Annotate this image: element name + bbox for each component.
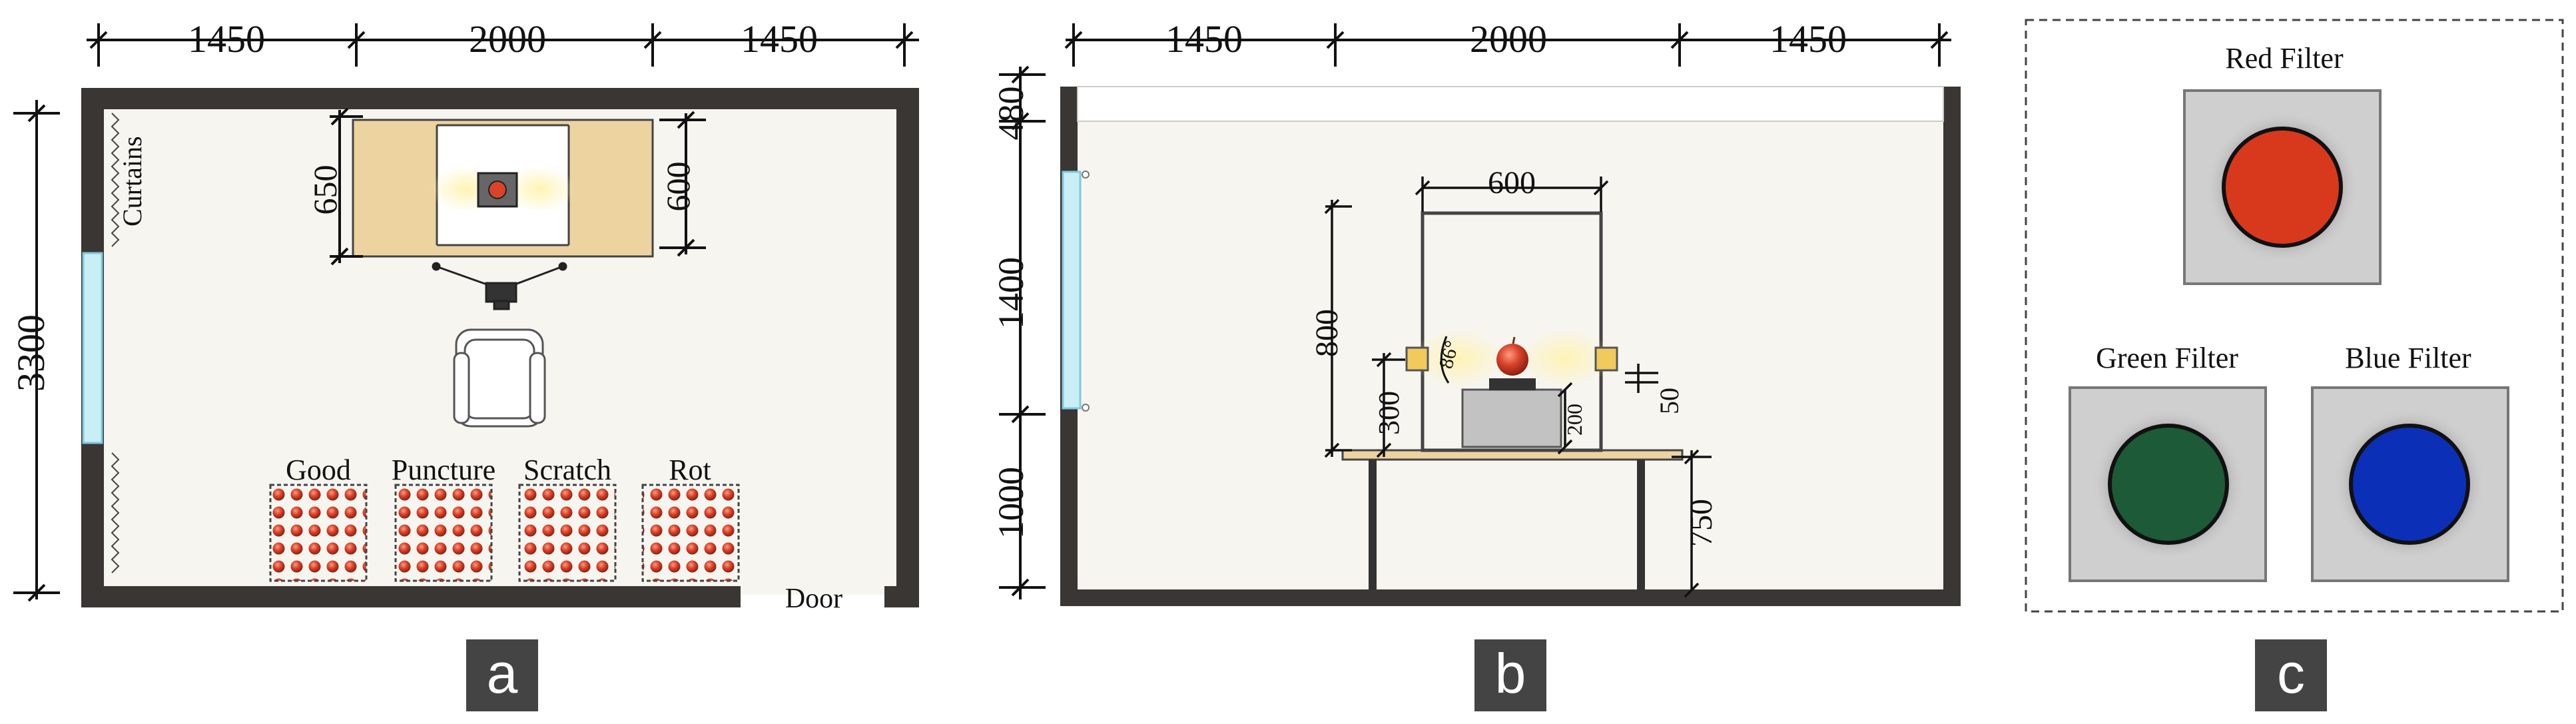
table-height-label: 750 xyxy=(1684,499,1719,547)
section-table-leg-right xyxy=(1637,460,1645,590)
category-scratch: Scratch xyxy=(523,454,611,486)
section-box-frame xyxy=(1421,211,1603,452)
blue-filter-lens xyxy=(2349,424,2470,545)
tray-good xyxy=(269,484,368,582)
blue-filter-label: Blue Filter xyxy=(2345,342,2471,374)
red-filter-lens xyxy=(2222,127,2343,248)
section-dimensions xyxy=(1324,177,1712,598)
wall-bottom-left xyxy=(81,586,741,607)
panel-b-width-3: 1450 xyxy=(1770,17,1847,61)
gap-label: 50 xyxy=(1654,388,1684,414)
curtain-upper xyxy=(111,113,120,247)
apple-holder xyxy=(1489,378,1536,390)
light-left xyxy=(1405,346,1429,372)
panel-c-label: c xyxy=(2277,642,2305,705)
category-rot: Rot xyxy=(669,454,711,486)
panel-b-height-1000: 1000 xyxy=(991,467,1031,539)
panel-a-height-dimension xyxy=(13,100,60,602)
section-ceiling-band xyxy=(1077,86,1944,122)
table-depth-left: 650 xyxy=(306,165,344,215)
panel-a-width-1: 1450 xyxy=(188,17,265,61)
box-width-label: 600 xyxy=(1488,165,1536,200)
platform-height-label: 200 xyxy=(1562,404,1586,436)
light-height-label: 300 xyxy=(1373,391,1405,435)
section-floor xyxy=(1060,589,1961,606)
panel-b-width-1: 1450 xyxy=(1165,17,1243,61)
panel-c-label-box xyxy=(2255,639,2327,711)
panel-b-width-dimension xyxy=(1064,23,1951,67)
panel-b-label-box xyxy=(1474,639,1546,711)
door-label: Door xyxy=(785,583,842,614)
wall-bottom-right xyxy=(884,586,919,607)
red-filter-label: Red Filter xyxy=(2225,42,2344,75)
box-height-label: 800 xyxy=(1309,309,1345,357)
apple-top-view xyxy=(488,181,507,199)
tray-scratch xyxy=(518,484,617,582)
chair xyxy=(453,328,546,428)
window-hinge-top xyxy=(1082,171,1090,179)
panel-a-width-3: 1450 xyxy=(741,17,818,61)
panel-b-height-dimension xyxy=(999,65,1046,599)
table-depth-dimensions xyxy=(330,107,706,266)
panel-a-label: a xyxy=(487,642,518,705)
platform xyxy=(1461,388,1562,448)
panel-a-width-dimension xyxy=(87,23,919,67)
panel-b-height-480: 480 xyxy=(991,87,1031,141)
section-window xyxy=(1062,171,1082,410)
table-depth-right: 600 xyxy=(659,162,697,212)
curtains-label: Curtains xyxy=(117,136,147,226)
category-good: Good xyxy=(286,454,351,486)
wall-right xyxy=(896,88,919,607)
window xyxy=(82,252,103,444)
panel-b-label: b xyxy=(1495,642,1526,705)
category-puncture: Puncture xyxy=(392,454,495,486)
light-right xyxy=(1594,346,1618,372)
tray-puncture xyxy=(394,484,493,582)
section-light-glow-right xyxy=(1518,328,1612,388)
panel-b: 1450 2000 1450 480 1400 1000 xyxy=(991,17,1961,711)
wall-top xyxy=(81,88,919,109)
section-wall-right xyxy=(1943,87,1961,606)
panel-a: 1450 2000 1450 3300 Curtains xyxy=(9,17,919,711)
section-table-leg-left xyxy=(1369,460,1377,590)
panel-c: Red Filter Green Filter Blue Filter c xyxy=(2025,19,2564,711)
green-filter-lens xyxy=(2108,424,2229,545)
panel-a-label-box xyxy=(466,639,538,711)
curtain-lower xyxy=(111,452,120,573)
angle-arc xyxy=(1440,336,1450,384)
light-glow-right xyxy=(503,166,576,212)
section-light-glow-left xyxy=(1412,328,1505,388)
panel-a-width-2: 2000 xyxy=(469,17,546,61)
section-apple xyxy=(1496,344,1528,376)
panel-a-height-label: 3300 xyxy=(9,314,53,392)
apple-stem xyxy=(1512,336,1516,344)
window-hinge-bottom xyxy=(1082,404,1090,412)
apple-trays xyxy=(269,484,740,582)
tray-rot xyxy=(641,484,740,582)
green-filter-label: Green Filter xyxy=(2096,342,2238,374)
tripod-camera xyxy=(432,262,567,310)
panel-b-height-1400: 1400 xyxy=(991,257,1031,329)
panel-b-width-2: 2000 xyxy=(1470,17,1547,61)
